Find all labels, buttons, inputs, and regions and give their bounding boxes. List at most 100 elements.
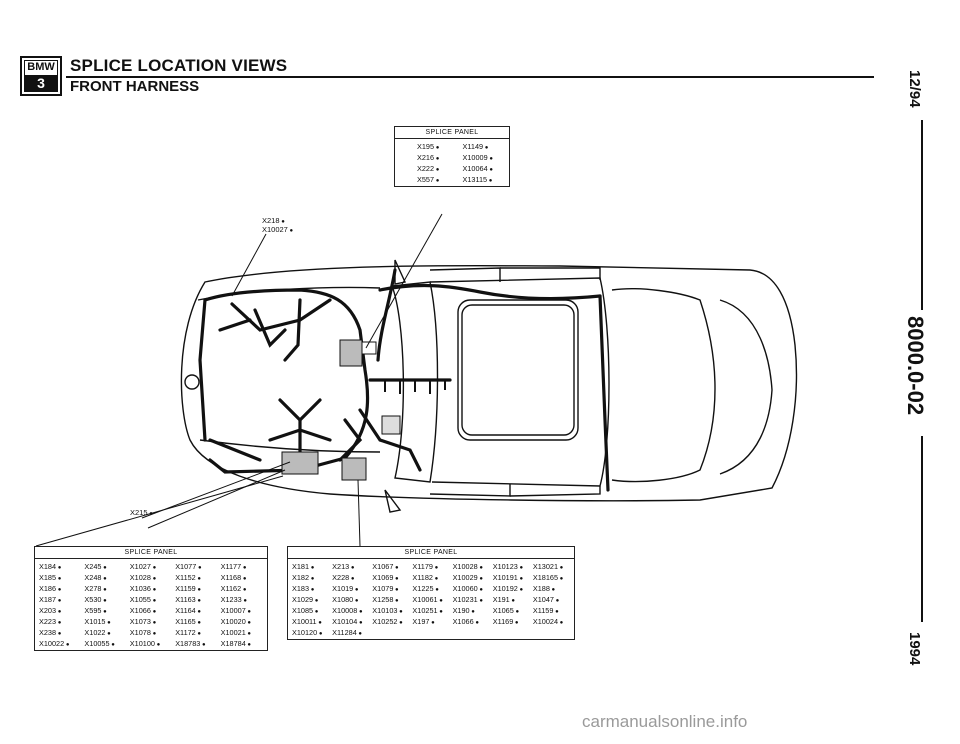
splice-code: X216 [417,153,460,162]
splice-code: X245 [84,562,126,571]
splice-code: X10123 [493,562,530,571]
splice-code: X1022 [84,628,126,637]
splice-panel-box [339,339,363,367]
splice-code: X1179 [412,562,449,571]
splice-code: X1165 [175,617,217,626]
splice-code: X1162 [221,584,263,593]
splice-code: X1164 [175,606,217,615]
splice-code: X1152 [175,573,217,582]
splice-code: X1233 [221,595,263,604]
splice-code: X557 [417,175,460,184]
splice-list: X184X245X1027X1077X1177X185X248X1028X115… [35,559,267,650]
harness-a-pillar [376,268,397,362]
splice-code: X1029 [292,595,329,604]
splice-code: X1159 [175,584,217,593]
splice-code: X1067 [372,562,409,571]
panel-heading: SPLICE PANEL [395,127,509,139]
splice-list: X195 X1149 X216 X10009 X222 X10064 X557 … [395,139,509,186]
splice-code: X1047 [533,595,570,604]
splice-code: X11284 [332,628,369,637]
splice-code: X10191 [493,573,530,582]
splice-code: X1182 [412,573,449,582]
splice-code: X1015 [84,617,126,626]
leader-line [231,233,267,297]
splice-panel-box [361,341,377,355]
splice-code: X10104 [332,617,369,626]
door-bottom [509,486,601,497]
splice-code: X10120 [292,628,329,637]
splice-code: X1159 [533,606,570,615]
splice-code: X181 [292,562,329,571]
hood-line [199,439,381,453]
harness-main [203,288,370,474]
splice-code: X10027 [262,225,293,234]
splice-code: X10029 [453,573,490,582]
splice-code: X188 [533,584,570,593]
splice-code: X248 [84,573,126,582]
splice-code: X530 [84,595,126,604]
door-bottom [429,484,511,497]
splice-code: X13021 [533,562,570,571]
splice-code: X10022 [39,639,81,648]
harness-branch [278,398,322,423]
splice-code: X228 [332,573,369,582]
headlight [184,374,200,390]
splice-code: X10021 [221,628,263,637]
leader-line [357,479,361,547]
leader-line [365,213,443,349]
splice-code: X10008 [332,606,369,615]
splice-code: X182 [292,573,329,582]
harness-branch [283,298,302,362]
car-body-outline [180,264,798,502]
splice-code: X18784 [221,639,263,648]
door-top [500,267,601,280]
page-title: SPLICE LOCATION VIEWS [70,56,288,75]
splice-code: X10061 [412,595,449,604]
harness-roof [378,283,602,301]
splice-code: X184 [39,562,81,571]
sidebar-line-bottom [921,436,923,622]
splice-panel-left: SPLICE PANEL X184X245X1027X1077X1177X185… [34,546,268,651]
year-label: 1994 [906,632,923,666]
splice-code: X10028 [453,562,490,571]
splice-code: X238 [39,628,81,637]
splice-code: X183 [292,584,329,593]
splice-code: X1019 [332,584,369,593]
splice-code: X191 [493,595,530,604]
harness-branch [208,438,262,462]
splice-code: X10060 [453,584,490,593]
logo-model: 3 [24,75,58,92]
splice-code: X1080 [332,595,369,604]
splice-code: X10009 [463,153,506,162]
splice-code: X195 [417,142,460,151]
splice-code: X10103 [372,606,409,615]
splice-code: X190 [453,606,490,615]
harness-roof [598,294,610,492]
splice-code: X197 [412,617,449,626]
splice-code: X1258 [372,595,409,604]
splice-code: X278 [84,584,126,593]
splice-code: X10100 [130,639,172,648]
harness-main [198,298,207,442]
splice-code: X185 [39,573,81,582]
splice-code: X1028 [130,573,172,582]
splice-code: X1036 [130,584,172,593]
splice-list: X181X213X1067X1179X10028X10123X13021X182… [288,559,574,639]
splice-code: X1169 [493,617,530,626]
splice-code: X1073 [130,617,172,626]
splice-code: X1027 [130,562,172,571]
splice-code: X223 [39,617,81,626]
windshield [391,281,439,483]
splice-panel-right: SPLICE PANEL X181X213X1067X1179X10028X10… [287,546,575,640]
panel-heading: SPLICE PANEL [288,547,574,559]
splice-code: X10007 [221,606,263,615]
trunk-lid [719,299,773,475]
splice-code: X10064 [463,164,506,173]
splice-code: X1168 [221,573,263,582]
roof-outline [429,277,610,487]
harness-branch [218,318,252,332]
splice-panel-top: SPLICE PANEL X195 X1149 X216 X10009 X222… [394,126,510,187]
leader-line [147,469,286,529]
splice-code: X203 [39,606,81,615]
